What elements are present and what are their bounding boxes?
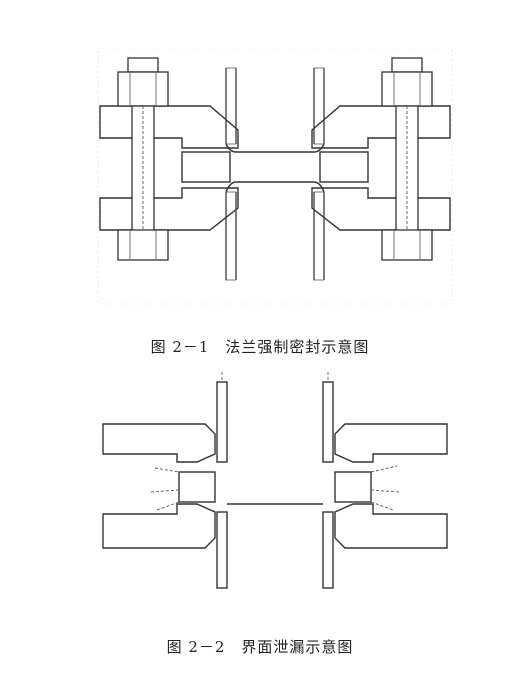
- left-upper-flange: [99, 105, 239, 149]
- lower-left-flange: [102, 503, 216, 549]
- right-gasket-2: [334, 471, 372, 503]
- upper-right-flange: [334, 423, 448, 463]
- left-pipe-lower: [216, 511, 228, 589]
- right-bolt: [381, 57, 433, 261]
- right-pipe-upper: [322, 381, 334, 463]
- upper-left-flange: [102, 423, 216, 463]
- left-gasket: [181, 151, 231, 183]
- interface-leakage-diagram: [102, 372, 448, 589]
- left-leak-path: [150, 467, 180, 511]
- right-pipe-wall: [313, 68, 325, 280]
- lower-right-flange: [334, 503, 448, 549]
- right-lower-flange: [311, 187, 451, 231]
- left-lower-flange: [99, 187, 239, 231]
- right-leak-path: [370, 465, 400, 511]
- right-pipe-lower: [322, 511, 334, 589]
- right-gasket: [319, 151, 369, 183]
- figure-2-caption: 图 2－2 界面泄漏示意图: [166, 638, 354, 656]
- left-bolt: [117, 57, 169, 261]
- figure-1-caption: 图 2－1 法兰强制密封示意图: [150, 338, 370, 356]
- left-pipe-wall: [225, 68, 237, 280]
- right-upper-flange: [311, 105, 451, 149]
- left-gasket-2: [178, 471, 216, 503]
- left-pipe-upper: [216, 381, 228, 463]
- flange-seal-diagram: [97, 48, 453, 305]
